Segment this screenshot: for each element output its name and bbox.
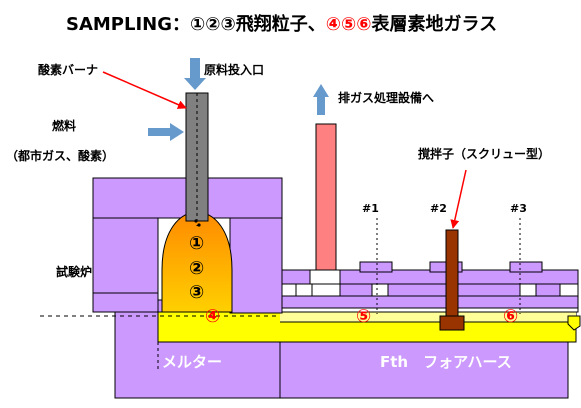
stirrer-shaft <box>445 229 459 317</box>
exhaust-arrow <box>313 84 329 115</box>
sample-point-3: ③ <box>189 282 204 303</box>
burner-pointer <box>102 71 187 109</box>
test-furnace-label: 試験炉 <box>56 264 92 279</box>
port-label-3: #3 <box>510 202 527 215</box>
forehearth-label: Fth フォアハース <box>380 353 512 371</box>
exhaust-chimney <box>315 123 337 271</box>
sample-point-4: ④ <box>205 306 220 327</box>
burner-label: 酸素バーナ <box>38 62 98 77</box>
stirrer-pointer <box>450 169 467 229</box>
fuel-label: 燃料 <box>52 118 76 133</box>
glass-surface <box>280 312 576 322</box>
port-label-1: #1 <box>362 202 379 215</box>
melter-ledge <box>92 291 159 313</box>
outlet-spout <box>567 315 581 331</box>
stirrer-label: 撹拌子（スクリュー型） <box>418 146 550 161</box>
sample-point-1: ① <box>189 233 204 254</box>
fuel-sub-label: （都市ガス、酸素） <box>6 148 114 163</box>
sample-point-6: ⑥ <box>503 306 518 327</box>
raw-input-label: 原料投入口 <box>204 62 264 77</box>
sample-point-5: ⑤ <box>356 306 371 327</box>
page-title: SAMPLING：①②③飛翔粒子、④⑤⑥表層素地ガラス <box>66 13 497 35</box>
fuel-arrow <box>148 123 184 141</box>
stirrer-screw <box>439 315 465 331</box>
port-label-2: #2 <box>430 202 447 215</box>
sample-point-2: ② <box>189 258 204 279</box>
melter-label: メルター <box>162 353 222 371</box>
raw-input-arrow <box>184 58 206 90</box>
exhaust-label: 排ガス処理設備へ <box>338 90 434 105</box>
